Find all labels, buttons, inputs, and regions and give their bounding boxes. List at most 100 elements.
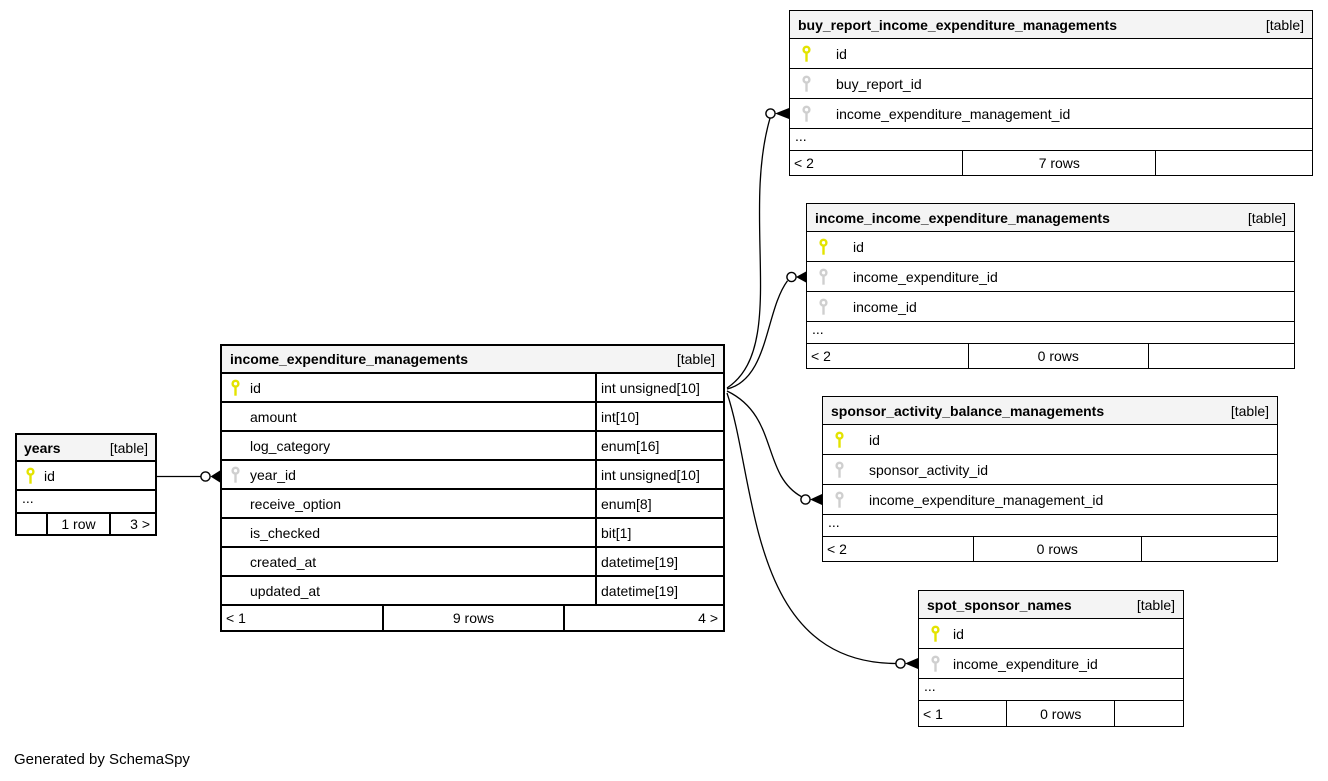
ellipsis-row: ...	[17, 491, 155, 514]
column-row: id	[807, 232, 1294, 262]
column-row: income_expenditure_id	[919, 649, 1183, 679]
row-count: 0 rows	[972, 537, 1141, 561]
column-name: is_checked	[250, 524, 321, 541]
column-type: int unsigned[10]	[595, 461, 723, 488]
column-row: id	[790, 39, 1312, 69]
foreign-key-icon	[819, 298, 828, 315]
column-row: amount int[10]	[222, 403, 723, 432]
relationship-line-main-to-income-income	[726, 280, 789, 390]
foreign-key-icon	[835, 461, 844, 478]
fk-count: < 1	[226, 610, 246, 626]
table-years: years [table] id ... 1 row 3 >	[15, 433, 157, 536]
foreign-key-icon	[819, 268, 828, 285]
column-row: income_expenditure_management_id	[790, 99, 1312, 129]
table-type-tag: [table]	[109, 439, 148, 456]
relationship-line-main-to-buy-report	[726, 118, 771, 389]
fk-count: < 1	[923, 705, 943, 722]
arrowhead-buy-report	[775, 108, 789, 119]
column-row: id	[823, 425, 1277, 455]
column-name: income_expenditure_management_id	[836, 105, 1071, 122]
fk-count: < 2	[794, 155, 814, 171]
zero-or-one-dot-income-income	[786, 271, 797, 283]
ellipsis-row: ...	[807, 322, 1294, 344]
table-income-income-expenditure-managements: income_income_expenditure_managements [t…	[806, 203, 1295, 369]
foreign-key-icon	[835, 491, 844, 508]
column-name: id	[250, 379, 261, 396]
table-name[interactable]: years	[24, 439, 61, 456]
table-type-tag: [table]	[1230, 402, 1269, 419]
column-type: int unsigned[10]	[595, 374, 723, 401]
column-name: log_category	[250, 437, 331, 454]
table-header[interactable]: years [table]	[17, 435, 155, 462]
table-footer: 1 row 3 >	[17, 514, 155, 534]
table-name[interactable]: spot_sponsor_names	[927, 596, 1072, 613]
table-footer: < 1 0 rows	[919, 701, 1183, 726]
column-type: enum[16]	[595, 432, 723, 459]
column-name: buy_report_id	[836, 75, 922, 92]
column-name: updated_at	[250, 582, 321, 599]
table-income-expenditure-managements: income_expenditure_managements [table] i…	[220, 344, 725, 632]
zero-or-one-dot-buy-report	[765, 108, 776, 119]
column-name: id	[44, 467, 55, 484]
column-row: year_id int unsigned[10]	[222, 461, 723, 490]
column-type: int[10]	[595, 403, 723, 430]
column-row: income_id	[807, 292, 1294, 322]
column-row: receive_option enum[8]	[222, 490, 723, 519]
table-sponsor-activity-balance-managements: sponsor_activity_balance_managements [ta…	[822, 396, 1278, 562]
table-name[interactable]: income_income_expenditure_managements	[815, 209, 1110, 226]
table-name[interactable]: sponsor_activity_balance_managements	[831, 402, 1105, 419]
table-name[interactable]: buy_report_income_expenditure_management…	[798, 16, 1117, 33]
column-type: enum[8]	[595, 490, 723, 517]
column-row: created_at datetime[19]	[222, 548, 723, 577]
primary-key-icon	[802, 45, 811, 62]
child-count: 4 >	[562, 606, 723, 630]
row-count: 7 rows	[962, 151, 1155, 175]
ellipsis-row: ...	[919, 679, 1183, 701]
table-name[interactable]: income_expenditure_managements	[230, 351, 469, 367]
table-header[interactable]: sponsor_activity_balance_managements [ta…	[823, 397, 1277, 425]
table-type-tag: [table]	[1136, 596, 1175, 613]
primary-key-icon	[819, 238, 828, 255]
column-name: id	[836, 45, 847, 62]
column-name: created_at	[250, 553, 317, 570]
column-name: income_id	[853, 298, 917, 315]
column-row: buy_report_id	[790, 69, 1312, 99]
column-name: sponsor_activity_id	[869, 461, 989, 478]
column-name: income_expenditure_id	[853, 268, 998, 285]
row-count: 1 row	[46, 514, 109, 534]
zero-or-one-dot-sponsor-balance	[800, 494, 811, 505]
child-count	[1147, 344, 1294, 368]
relationship-line-main-to-sponsor-balance	[726, 390, 802, 498]
column-row: is_checked bit[1]	[222, 519, 723, 548]
table-type-tag: [table]	[676, 351, 715, 367]
ellipsis-row: ...	[823, 515, 1277, 537]
row-count: 0 rows	[967, 344, 1148, 368]
column-name: id	[953, 625, 964, 642]
table-header[interactable]: spot_sponsor_names [table]	[919, 591, 1183, 619]
table-header[interactable]: income_income_expenditure_managements [t…	[807, 204, 1294, 232]
column-row: id int unsigned[10]	[222, 374, 723, 403]
column-row: income_expenditure_id	[807, 262, 1294, 292]
column-row: income_expenditure_management_id	[823, 485, 1277, 515]
generated-by-note: Generated by SchemaSpy	[14, 751, 190, 768]
primary-key-icon	[231, 379, 240, 396]
column-row: sponsor_activity_id	[823, 455, 1277, 485]
primary-key-icon	[931, 625, 940, 642]
zero-or-one-dot-main-year-id	[200, 471, 211, 482]
table-header[interactable]: buy_report_income_expenditure_management…	[790, 11, 1312, 39]
table-footer: < 1 9 rows 4 >	[222, 606, 723, 630]
column-row: updated_at datetime[19]	[222, 577, 723, 606]
child-count	[1114, 701, 1183, 726]
table-footer: < 2 0 rows	[823, 537, 1277, 561]
child-count	[1140, 537, 1277, 561]
fk-count: < 2	[811, 348, 831, 364]
column-name: receive_option	[250, 495, 342, 512]
relationship-line-main-to-spot-sponsor	[726, 392, 897, 665]
fk-count	[17, 514, 46, 534]
column-name: income_expenditure_id	[953, 655, 1098, 672]
table-footer: < 2 7 rows	[790, 151, 1312, 175]
column-name: amount	[250, 408, 297, 425]
row-count: 9 rows	[382, 606, 562, 630]
table-header[interactable]: income_expenditure_managements [table]	[222, 346, 723, 374]
